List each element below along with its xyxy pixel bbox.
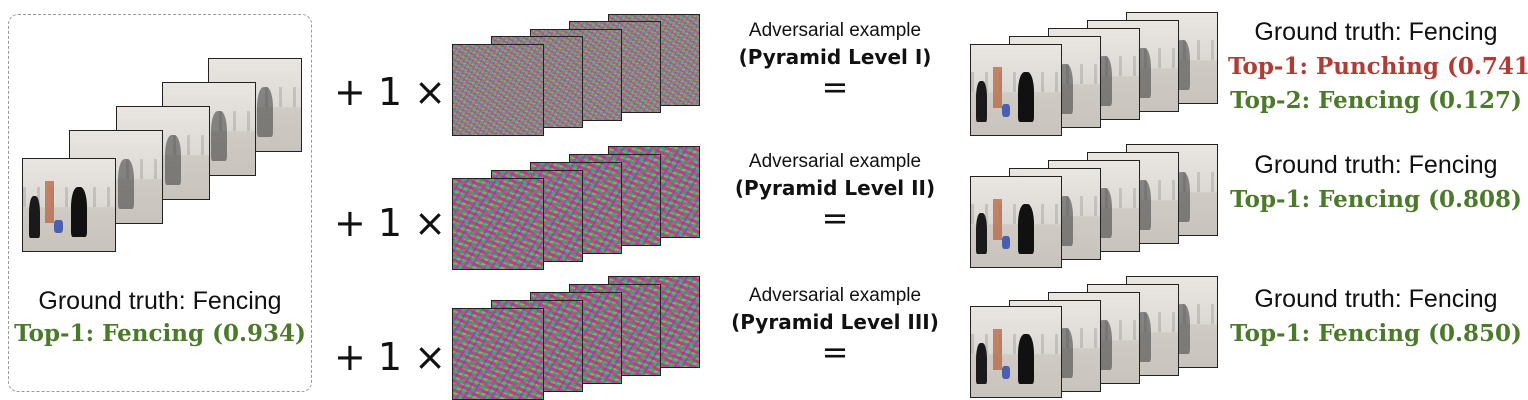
row3-prediction-1: Top-1: Fencing (0.850) [1230,320,1522,347]
row1-equals: = [821,68,849,106]
row2-perturbation-stack [452,146,700,270]
row3-ground-truth: Ground truth: Fencing [1254,285,1498,313]
row1-ground-truth: Ground truth: Fencing [1254,18,1498,46]
row1-noise-frame-1 [452,44,544,136]
row3-equals: = [821,333,849,371]
row1-level: (Pyramid Level I) [738,45,932,69]
row3-level: (Pyramid Level III) [731,310,939,334]
row2-equals: = [821,199,849,237]
row3-adversarial-stack [970,276,1220,400]
row2-prediction-1: Top-1: Fencing (0.808) [1230,186,1522,213]
row2-ground-truth: Ground truth: Fencing [1254,151,1498,179]
row2-adversarial-stack [970,144,1220,270]
source-ground-truth: Ground truth: Fencing [38,287,282,315]
row2-noise-frame-1 [452,178,544,270]
row1-adv-frame-1 [970,44,1062,136]
row3-adv-frame-1 [970,306,1062,398]
row2-caption: Adversarial example [748,151,922,172]
row1-operator: + 1 × [334,70,447,114]
row3-caption: Adversarial example [748,285,922,306]
row1-prediction-1: Top-1: Punching (0.741) [1228,53,1528,80]
row3-perturbation-stack [452,276,700,400]
row1-adversarial-stack [970,12,1220,136]
row2-adv-frame-1 [970,176,1062,268]
row1-caption: Adversarial example [748,20,922,41]
row2-level: (Pyramid Level II) [734,176,936,200]
row2-operator: + 1 × [334,201,447,245]
row3-noise-frame-1 [452,308,544,400]
source-clip-panel [8,14,312,392]
source-frame-1 [22,158,116,252]
row1-prediction-2: Top-2: Fencing (0.127) [1230,87,1522,114]
source-frame-stack [22,58,302,253]
row3-operator: + 1 × [334,335,447,379]
row1-perturbation-stack [452,14,700,136]
source-prediction: Top-1: Fencing (0.934) [14,320,306,347]
